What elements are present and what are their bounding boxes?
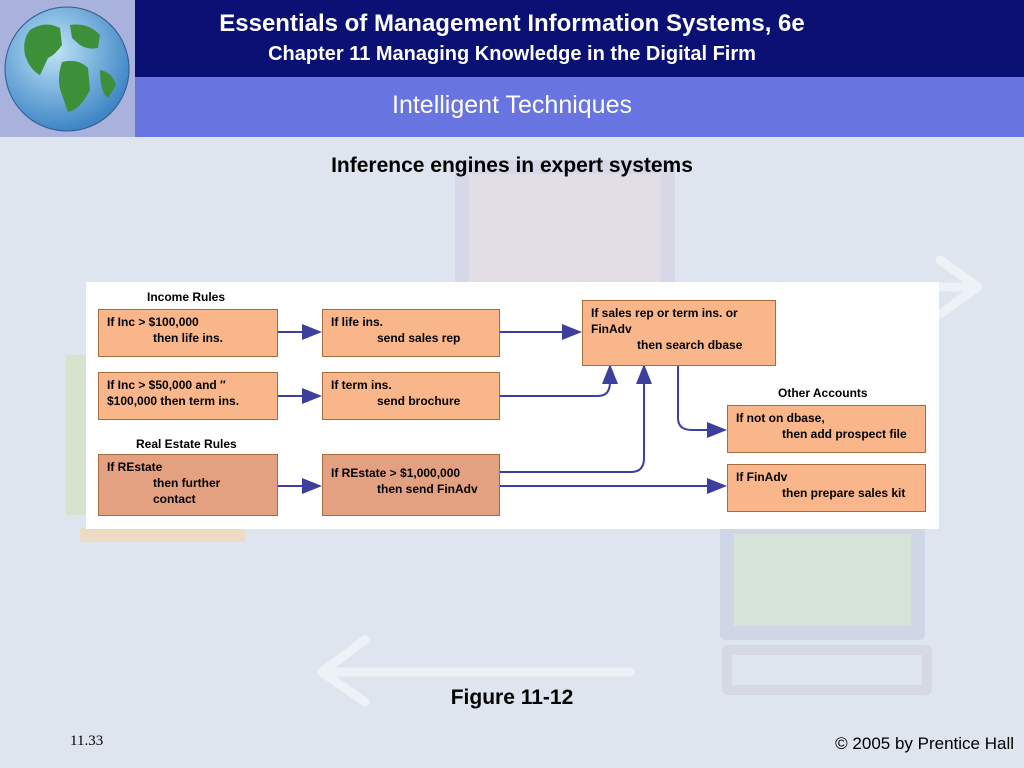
figure-caption: Figure 11-12 <box>450 686 574 709</box>
rule-box-life-insurance: If life ins. send sales rep <box>322 309 500 357</box>
inference-engine-diagram: Income Rules Real Estate Rules Other Acc… <box>86 282 939 529</box>
copyright-notice: © 2005 by Prentice Hall <box>835 734 1014 753</box>
background-arrow-left-icon <box>317 635 635 707</box>
header-section-bar <box>135 77 1024 137</box>
globe-logo-panel <box>0 0 135 137</box>
background-keyboard-graphic <box>722 645 932 695</box>
rule-box-term-insurance: If term ins. send brochure <box>322 372 500 420</box>
background-decoration <box>80 528 245 542</box>
section-title: Intelligent Techniques <box>392 91 632 119</box>
group-label-real-estate-rules: Real Estate Rules <box>136 437 237 451</box>
diagram-connectors <box>278 324 727 494</box>
rule-box-search-dbase: If sales rep or term ins. or FinAdv then… <box>582 300 776 366</box>
slide-heading: Inference engines in expert systems <box>331 154 693 177</box>
slide-number: 11.33 <box>70 733 104 749</box>
connector-arrow <box>500 364 618 397</box>
book-title: Essentials of Management Information Sys… <box>219 10 805 37</box>
group-label-other-accounts: Other Accounts <box>778 386 868 400</box>
connector-arrow <box>677 366 727 438</box>
background-monitor-graphic <box>720 520 925 640</box>
connector-arrow <box>500 364 652 473</box>
group-label-income-rules: Income Rules <box>147 290 226 304</box>
rule-box-real-estate: If REstate then further contact <box>98 454 278 516</box>
rule-box-real-estate-1m: If REstate > $1,000,000 then send FinAdv <box>322 454 500 516</box>
rule-box-add-prospect: If not on dbase, then add prospect file <box>727 405 926 453</box>
rule-box-prepare-sales-kit: If FinAdv then prepare sales kit <box>727 464 926 512</box>
rule-box-income-100k: If Inc > $100,000 then life ins. <box>98 309 278 357</box>
header-title-bar <box>135 0 1024 77</box>
chapter-title: Chapter 11 Managing Knowledge in the Dig… <box>268 43 756 65</box>
globe-icon <box>4 6 130 132</box>
background-decoration <box>66 355 88 515</box>
rule-box-income-50k: If Inc > $50,000 and ″ $100,000 then ter… <box>98 372 278 420</box>
